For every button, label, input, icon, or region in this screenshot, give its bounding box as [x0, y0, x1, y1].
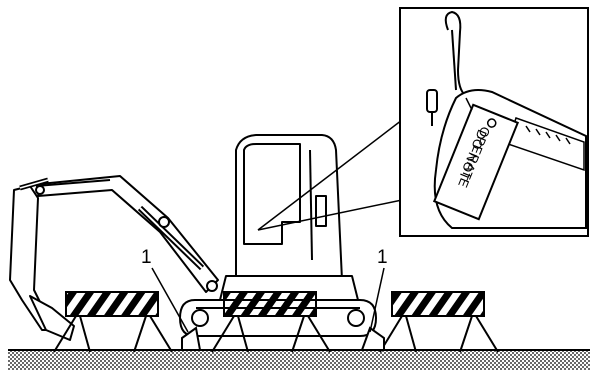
ground: [8, 350, 590, 370]
callout-1-left: 1: [141, 248, 152, 267]
barricade-right: [380, 292, 498, 352]
callout-1-right: 1: [377, 248, 388, 267]
callout-1-right-leader: [370, 268, 384, 332]
excavator-boom: [38, 176, 218, 292]
detail-inset: DO NOT OPERATE: [400, 8, 588, 236]
barricade-left: [54, 292, 172, 352]
excavator: [10, 135, 376, 340]
